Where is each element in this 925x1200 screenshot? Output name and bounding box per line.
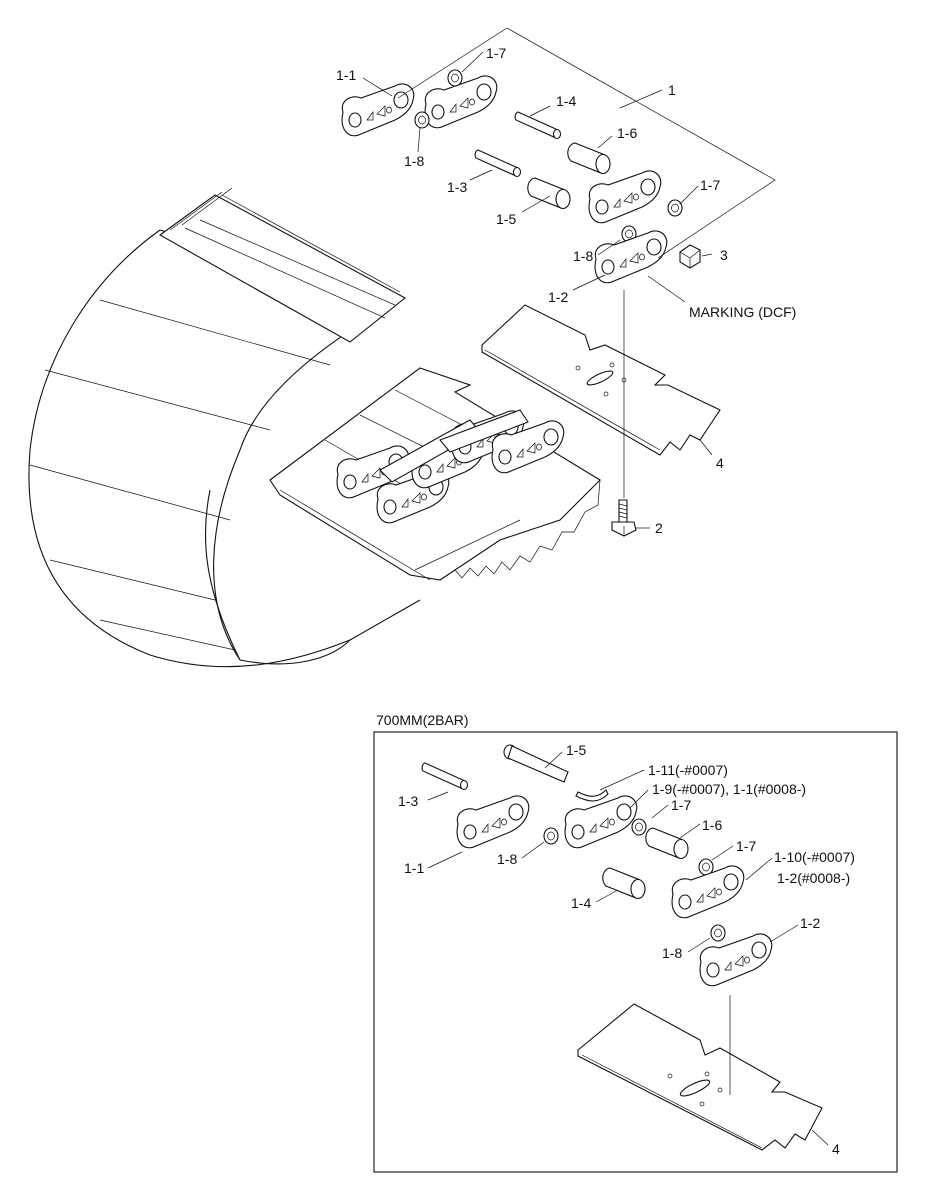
exploded-link-assembly <box>341 69 701 284</box>
inset-callout-1-4: 1-4 <box>571 895 591 911</box>
assembled-shoes <box>269 367 601 581</box>
leader-lines <box>362 51 713 529</box>
callout-1-7: 1-7 <box>486 45 506 61</box>
shoe-plate <box>481 304 721 456</box>
inset-callout-1-10: 1-10(-#0007) <box>774 849 855 865</box>
inset-callout-1-5: 1-5 <box>566 742 586 758</box>
inset-callout-1-8a: 1-8 <box>497 851 517 867</box>
callout-1-8b: 1-8 <box>573 248 593 264</box>
callout-3: 3 <box>720 247 728 263</box>
inset-callout-1-7b: 1-7 <box>736 838 756 854</box>
callout-1-5: 1-5 <box>496 211 516 227</box>
callout-1: 1 <box>668 82 676 98</box>
inset-callout-1-3: 1-3 <box>398 793 418 809</box>
inset-callout-1-2: 1-2 <box>800 915 820 931</box>
inset-callout-4: 4 <box>832 1141 840 1157</box>
inset-callout-1-7a: 1-7 <box>671 797 691 813</box>
inset-callout-1-11: 1-11(-#0007) <box>648 762 728 778</box>
inset-frame <box>373 731 898 1173</box>
item-1-bracket <box>397 27 776 259</box>
inset-title: 700MM(2BAR) <box>376 712 469 728</box>
inset-leader-lines <box>427 751 829 1146</box>
band-top-shoe <box>158 187 406 343</box>
inset-callout-labels: 1-5 1-11(-#0007) 1-9(-#0007), 1-1(#0008-… <box>398 742 855 1157</box>
main-exploded-view: 1 1-1 1-7 1-4 1-6 1-8 1-3 1-5 1-7 1-8 3 … <box>28 27 796 668</box>
callout-marking: MARKING (DCF) <box>689 304 796 320</box>
callout-1-2: 1-2 <box>548 289 568 305</box>
callout-1-1: 1-1 <box>336 67 356 83</box>
inset-700mm-2bar: 700MM(2BAR) <box>373 712 898 1173</box>
inset-shoe-plate <box>577 1003 823 1151</box>
inset-callout-1-9: 1-9(-#0007), 1-1(#0008-) <box>652 781 806 797</box>
bolt <box>611 499 637 537</box>
inset-callout-1-6: 1-6 <box>702 817 722 833</box>
inset-callout-1-2b: 1-2(#0008-) <box>777 870 850 886</box>
callout-1-8: 1-8 <box>404 153 424 169</box>
callout-1-4: 1-4 <box>556 93 576 109</box>
inset-callout-1-8b: 1-8 <box>662 945 682 961</box>
callout-2: 2 <box>655 520 663 536</box>
callout-1-3: 1-3 <box>447 179 467 195</box>
inset-parts <box>421 744 773 987</box>
callout-1-7b: 1-7 <box>700 177 720 193</box>
callout-1-6: 1-6 <box>617 125 637 141</box>
callout-4: 4 <box>716 455 724 471</box>
callout-labels: 1 1-1 1-7 1-4 1-6 1-8 1-3 1-5 1-7 1-8 3 … <box>336 45 796 536</box>
inset-callout-1-1: 1-1 <box>404 860 424 876</box>
